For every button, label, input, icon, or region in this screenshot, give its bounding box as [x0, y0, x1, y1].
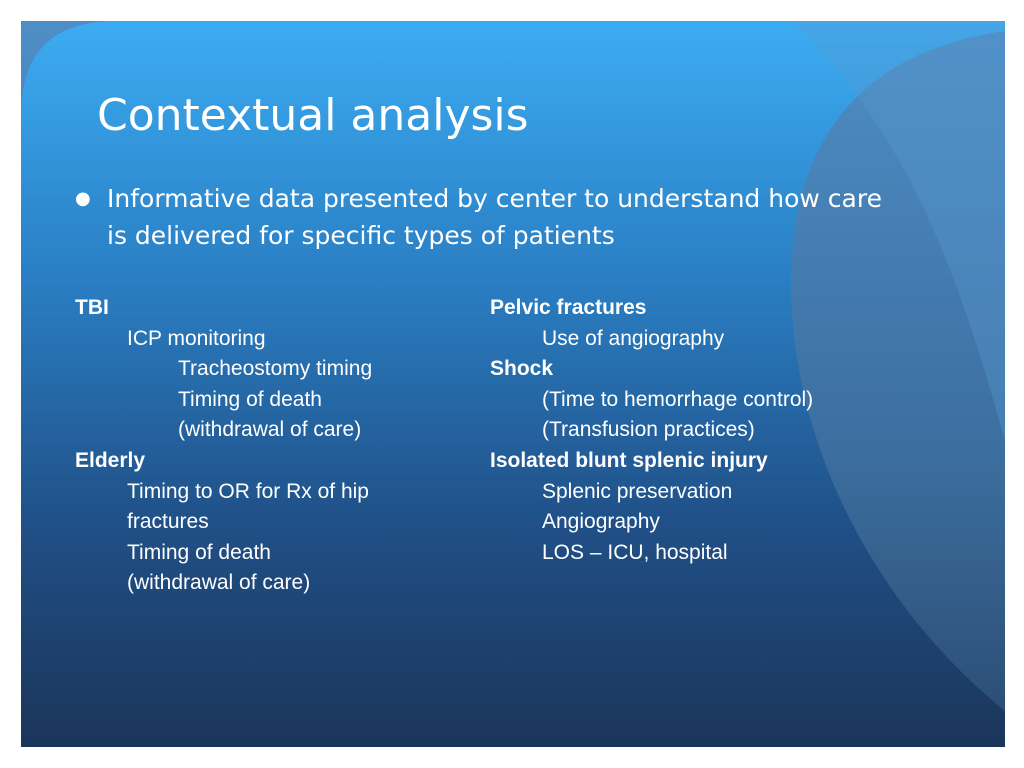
- list-item: Timing to OR for Rx of hip: [127, 479, 369, 503]
- bullet-item: ● Informative data presented by center t…: [75, 180, 895, 254]
- section-heading: TBI: [75, 296, 109, 319]
- section-heading: Shock: [490, 357, 554, 381]
- list-item: ICP monitoring: [127, 326, 266, 350]
- bullet-dot-icon: ●: [75, 188, 91, 209]
- list-item: (Time to hemorrhage control): [542, 387, 814, 411]
- list-item: LOS – ICU, hospital: [542, 540, 728, 564]
- section-heading: Pelvic fractures: [490, 296, 647, 319]
- bullet-text: Informative data presented by center to …: [107, 184, 882, 250]
- slide-title: Contextual analysis: [97, 90, 529, 141]
- list-item: (withdrawal of care): [178, 418, 362, 442]
- slide-background: [21, 21, 1005, 747]
- list-item: (Transfusion practices): [542, 418, 755, 442]
- list-item: Timing of death: [127, 540, 271, 564]
- list-item: Splenic preservation: [542, 479, 733, 503]
- slide: Contextual analysis ● Informative data p…: [21, 21, 1005, 747]
- list-item: fractures: [127, 510, 209, 534]
- list-item: Angiography: [542, 510, 660, 534]
- section-heading: Elderly: [75, 448, 146, 472]
- section-heading: Isolated blunt splenic injury: [490, 448, 768, 472]
- list-item: (withdrawal of care): [127, 571, 311, 595]
- list-item: Use of angiography: [542, 326, 725, 350]
- list-item: Tracheostomy timing: [178, 357, 373, 381]
- list-item: Timing of death: [178, 387, 322, 411]
